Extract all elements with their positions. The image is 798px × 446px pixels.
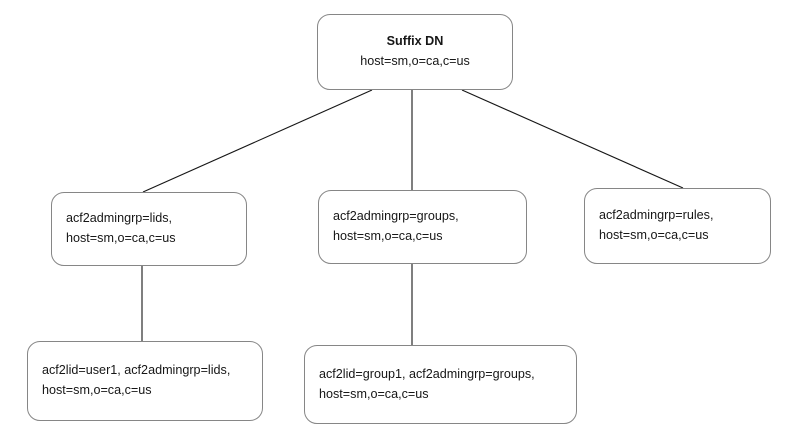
node-admingrp-groups-line-2: host=sm,o=ca,c=us xyxy=(333,229,443,243)
node-lid-group1[interactable]: acf2lid=group1, acf2admingrp=groups, hos… xyxy=(304,345,577,424)
edge-root-to-rules xyxy=(461,89,684,189)
node-lid-group1-line-1: acf2lid=group1, acf2admingrp=groups, xyxy=(319,366,535,381)
node-admingrp-rules-line-1: acf2admingrp=rules, xyxy=(599,208,714,223)
node-admingrp-lids[interactable]: acf2admingrp=lids, host=sm,o=ca,c=us xyxy=(51,192,247,266)
node-admingrp-groups[interactable]: acf2admingrp=groups, host=sm,o=ca,c=us xyxy=(318,190,527,264)
node-lid-user1[interactable]: acf2lid=user1, acf2admingrp=lids, host=s… xyxy=(27,341,263,421)
node-suffix-dn-line-2: host=sm,o=ca,c=us xyxy=(360,54,470,68)
node-admingrp-rules-line-2: host=sm,o=ca,c=us xyxy=(599,228,709,242)
node-lid-user1-line-2: host=sm,o=ca,c=us xyxy=(42,383,152,397)
node-admingrp-rules[interactable]: acf2admingrp=rules, host=sm,o=ca,c=us xyxy=(584,188,771,264)
node-admingrp-lids-line-2: host=sm,o=ca,c=us xyxy=(66,231,176,245)
edge-root-to-lids xyxy=(142,89,373,193)
node-admingrp-groups-line-1: acf2admingrp=groups, xyxy=(333,209,459,224)
node-suffix-dn[interactable]: Suffix DN host=sm,o=ca,c=us xyxy=(317,14,513,90)
node-lid-group1-line-2: host=sm,o=ca,c=us xyxy=(319,386,429,401)
node-admingrp-lids-line-1: acf2admingrp=lids, xyxy=(66,211,173,226)
node-lid-user1-line-1: acf2lid=user1, acf2admingrp=lids, xyxy=(42,363,231,378)
node-suffix-dn-line-1: Suffix DN xyxy=(386,34,444,49)
